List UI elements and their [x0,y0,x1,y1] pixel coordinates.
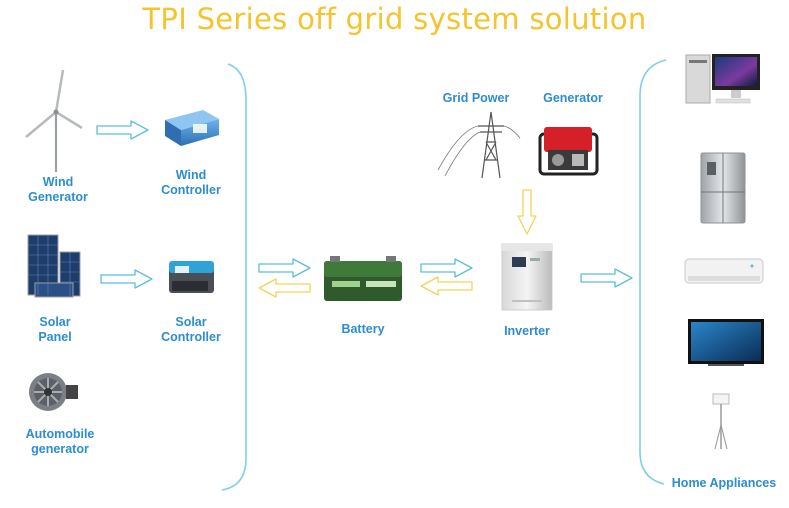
wind-generator-label: Wind Generator [28,175,88,204]
automobile-generator-label: Automobile generator [25,427,95,456]
right-bracket [639,59,667,485]
arrow-inverter-to-appliances [580,268,633,288]
solar-panel-icon [27,234,81,298]
floor-lamp-icon [712,393,730,450]
solar-controller-icon [169,261,214,293]
air-conditioner-icon [684,258,764,284]
home-appliances-label: Home Appliances [671,476,777,490]
wind-turbine-icon [25,69,83,172]
battery-label: Battery [341,322,385,336]
wind-controller-icon [165,110,219,146]
inverter-label: Inverter [504,324,550,338]
arrow-controllers-to-battery [258,258,311,278]
computer-icon [685,54,760,104]
solar-controller-label: Solar Controller [161,315,221,344]
television-icon [688,319,764,366]
battery-icon [324,256,402,301]
solar-panel-label: Solar Panel [38,315,72,344]
refrigerator-icon [700,152,746,224]
left-bracket [221,63,247,491]
inverter-icon [501,243,553,311]
arrow-generator-to-inverter [517,189,537,235]
generator-icon [538,127,599,176]
power-pylon-icon [437,111,521,179]
arrow-inverter-to-battery [420,276,473,296]
automobile-generator-icon [29,373,78,411]
arrow-wind-to-controller [96,120,149,140]
grid-power-label: Grid Power [442,91,510,105]
arrow-battery-to-inverter [420,258,473,278]
wind-controller-label: Wind Controller [161,168,221,197]
arrow-solar-to-controller [100,269,153,289]
page-title: TPI Series off grid system solution [142,2,647,36]
generator-label: Generator [543,91,603,105]
arrow-battery-to-controllers [258,278,311,298]
